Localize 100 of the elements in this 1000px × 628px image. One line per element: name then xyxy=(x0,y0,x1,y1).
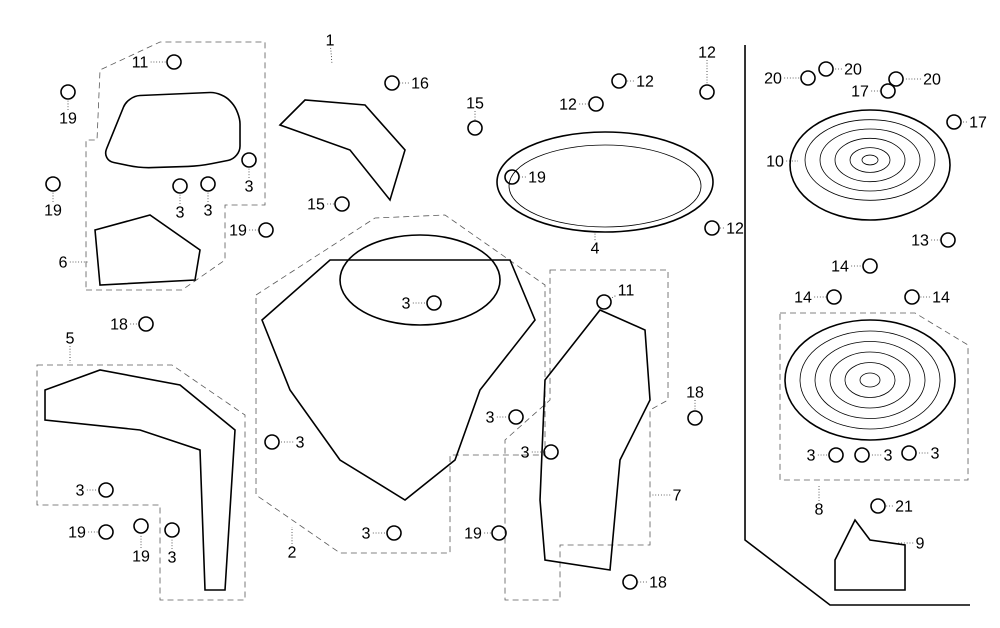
leader-line xyxy=(594,232,596,240)
callout-number: 1 xyxy=(326,34,334,46)
part-circle xyxy=(98,482,114,498)
callout-number: 20 xyxy=(844,63,862,75)
callout-number: 4 xyxy=(590,242,599,254)
callout-number: 19 xyxy=(133,550,150,562)
part-circle xyxy=(904,289,920,305)
callout-number: 16 xyxy=(412,77,428,89)
callout-number: 12 xyxy=(637,75,654,87)
part-circle xyxy=(334,196,350,212)
part-circle xyxy=(164,522,180,538)
callout-number: 15 xyxy=(467,97,484,109)
callout-number: 3 xyxy=(168,551,176,563)
callout-number: 3 xyxy=(296,436,304,448)
part-circle xyxy=(611,73,627,89)
callout-number: 19 xyxy=(230,224,246,236)
leader-line xyxy=(140,533,142,548)
part-circle xyxy=(504,169,520,185)
leader-line xyxy=(818,486,820,502)
part-circle xyxy=(508,409,524,425)
callout-number: 18 xyxy=(650,576,666,588)
leader-line xyxy=(694,400,696,411)
callout-number: 5 xyxy=(66,332,74,344)
part-circle xyxy=(870,498,886,514)
part-circle xyxy=(818,61,834,77)
part-circle xyxy=(888,71,904,87)
callout-number: 13 xyxy=(912,234,928,246)
leader-line xyxy=(706,60,708,85)
callout-number: 20 xyxy=(764,72,782,84)
part-circle xyxy=(880,83,896,99)
part-circle xyxy=(258,222,274,238)
part-circle xyxy=(133,518,149,534)
leader-line xyxy=(248,167,250,178)
part-circle xyxy=(622,574,638,590)
part-circle xyxy=(264,434,280,450)
callout-number: 3 xyxy=(362,527,370,539)
callout-number: 3 xyxy=(486,411,494,423)
part-circle xyxy=(901,445,917,461)
part-circle xyxy=(940,232,956,248)
callout-number: 14 xyxy=(933,292,950,302)
callout-number: 21 xyxy=(896,500,912,512)
callout-number: 18 xyxy=(687,386,704,398)
leader-line xyxy=(916,452,929,454)
part-circle xyxy=(588,96,604,112)
leader-line xyxy=(330,48,332,64)
part-circle xyxy=(172,178,188,194)
callout-number: 19 xyxy=(465,527,482,539)
leader-line xyxy=(399,82,410,84)
callout-number: 3 xyxy=(176,206,184,218)
leader-line xyxy=(786,160,798,162)
leader-line xyxy=(833,68,842,70)
part-circle xyxy=(946,114,962,130)
callout-number: 18 xyxy=(111,318,128,330)
callout-number: 2 xyxy=(288,546,296,558)
callout-number: 12 xyxy=(727,222,744,234)
part-circle xyxy=(241,152,257,168)
part-circle xyxy=(138,316,154,332)
part-circle xyxy=(828,447,844,463)
part-circle xyxy=(699,84,715,100)
callout-number: 19 xyxy=(529,171,546,183)
leader-line xyxy=(817,454,829,456)
leader-line xyxy=(519,176,526,178)
leader-line xyxy=(919,296,930,298)
callout-number: 3 xyxy=(807,449,815,461)
callout-number: 12 xyxy=(560,98,576,110)
leader-line xyxy=(496,416,509,418)
callout-number: 6 xyxy=(59,256,67,268)
part-circle xyxy=(854,447,870,463)
part-circle xyxy=(384,75,400,91)
part-circle xyxy=(467,120,483,136)
part-circle xyxy=(491,525,507,541)
leader-line xyxy=(896,542,914,544)
part-circle xyxy=(166,54,182,70)
callout-number: 3 xyxy=(76,484,84,496)
part-circle xyxy=(386,525,402,541)
part-circle xyxy=(800,70,816,86)
leader-line xyxy=(484,532,492,534)
callout-number: 14 xyxy=(795,292,812,302)
part-circle xyxy=(596,294,612,310)
callout-number: 10 xyxy=(767,155,784,167)
callout-number: 15 xyxy=(308,198,324,210)
part-circle xyxy=(45,176,61,192)
part-circle xyxy=(543,444,559,460)
callout-number: 3 xyxy=(402,297,410,309)
callout-number: 3 xyxy=(204,204,212,216)
leader-line xyxy=(870,90,881,92)
part-circle xyxy=(826,289,842,305)
callout-number: 20 xyxy=(924,73,940,85)
callout-number: 3 xyxy=(884,449,892,461)
callout-number: 19 xyxy=(45,204,62,216)
leader-line xyxy=(372,532,387,534)
callout-number: 19 xyxy=(60,112,76,124)
callout-number: 11 xyxy=(132,56,148,68)
callout-number: 3 xyxy=(521,446,529,458)
leader-line xyxy=(412,302,427,304)
leader-line xyxy=(903,78,922,80)
part-circle xyxy=(862,258,878,274)
part-circle xyxy=(704,220,720,236)
callout-number: 11 xyxy=(618,284,634,296)
leader-line xyxy=(52,191,54,202)
